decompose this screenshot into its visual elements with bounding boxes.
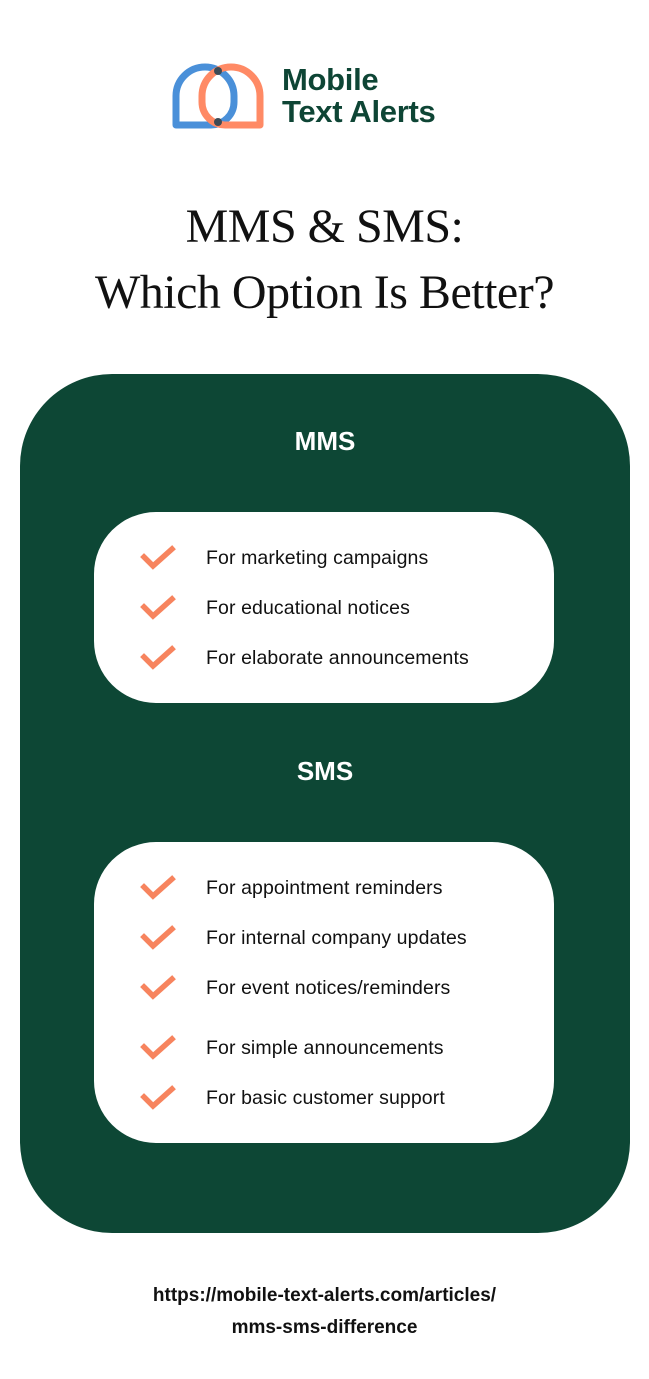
list-item: For internal company updates — [94, 922, 554, 954]
list-item-label: For internal company updates — [206, 926, 467, 949]
check-icon — [140, 1085, 176, 1110]
list-item: For appointment reminders — [94, 872, 554, 904]
logo-mark-icon — [172, 63, 264, 129]
check-icon — [140, 645, 176, 670]
brand-logo: Mobile Text Alerts — [172, 62, 436, 130]
source-url: https://mobile-text-alerts.com/articles/… — [0, 1280, 649, 1344]
list-item-label: For elaborate announcements — [206, 646, 469, 669]
list-item-label: For basic customer support — [206, 1086, 445, 1109]
sms-heading: SMS — [296, 756, 354, 786]
source-url-line2: mms-sms-difference — [231, 1317, 418, 1338]
comparison-card: MMS For marketing campaigns For educatio… — [20, 374, 630, 1233]
brand-name-line2: Text Alerts — [282, 94, 436, 129]
title-line2: Which Option Is Better? — [94, 266, 555, 319]
check-icon — [140, 875, 176, 900]
check-icon — [140, 975, 176, 1000]
sms-list: For appointment reminders For internal c… — [94, 842, 554, 1143]
brand-name-line1: Mobile — [282, 62, 379, 97]
list-item: For basic customer support — [94, 1082, 554, 1114]
list-item-label: For simple announcements — [206, 1036, 444, 1059]
check-icon — [140, 925, 176, 950]
list-item: For event notices/reminders — [94, 972, 554, 1004]
page-title: MMS & SMS: Which Option Is Better? — [0, 194, 649, 326]
list-item: For educational notices — [94, 592, 554, 624]
list-item-label: For appointment reminders — [206, 876, 443, 899]
check-icon — [140, 595, 176, 620]
brand-name: Mobile Text Alerts — [282, 62, 436, 129]
source-url-line1: https://mobile-text-alerts.com/articles/ — [152, 1285, 497, 1306]
list-item: For simple announcements — [94, 1032, 554, 1064]
mms-heading: MMS — [294, 426, 356, 456]
check-icon — [140, 1035, 176, 1060]
check-icon — [140, 545, 176, 570]
list-item: For elaborate announcements — [94, 642, 554, 674]
list-item-label: For event notices/reminders — [206, 976, 451, 999]
mms-list: For marketing campaigns For educational … — [94, 512, 554, 703]
title-line1: MMS & SMS: — [185, 200, 464, 253]
list-item-label: For educational notices — [206, 596, 410, 619]
list-item: For marketing campaigns — [94, 542, 554, 574]
list-item-label: For marketing campaigns — [206, 546, 429, 569]
